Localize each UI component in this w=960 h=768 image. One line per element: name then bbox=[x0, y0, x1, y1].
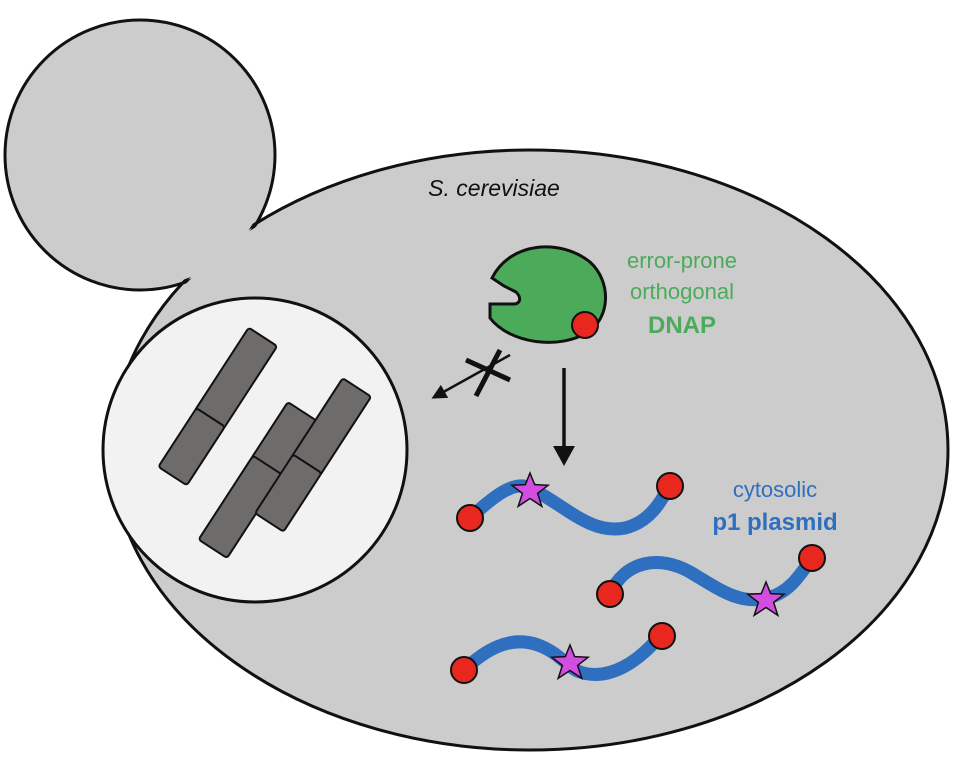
plasmid-3-cap-left bbox=[450, 656, 478, 684]
dnap-enzyme bbox=[488, 245, 607, 344]
nucleus bbox=[101, 296, 409, 604]
star-icon bbox=[509, 471, 551, 509]
plasmid-3 bbox=[450, 622, 676, 684]
arrow-down-icon bbox=[553, 368, 575, 466]
x-cross-icon bbox=[431, 348, 512, 399]
bud-merge bbox=[8, 23, 272, 287]
chromosome-2 bbox=[198, 402, 317, 558]
plasmid-label-line2: p1 plasmid bbox=[712, 509, 837, 536]
dnap-label-line1: error-prone bbox=[627, 248, 737, 273]
chromosome-3 bbox=[255, 378, 372, 532]
plasmid-2-cap-left bbox=[596, 580, 624, 608]
plasmid-2 bbox=[596, 544, 826, 618]
star-icon bbox=[745, 580, 787, 618]
plasmid-3-cap-right bbox=[648, 622, 676, 650]
organism-label: S. cerevisiae bbox=[428, 175, 560, 201]
star-icon bbox=[549, 643, 591, 681]
bud-outline bbox=[3, 18, 277, 292]
plasmid-label-line1: cytosolic bbox=[733, 477, 817, 502]
chromosome-1 bbox=[158, 327, 278, 486]
dnap-end-cap bbox=[571, 311, 599, 339]
dnap-label-line3: DNAP bbox=[648, 312, 716, 339]
plasmid-1-cap-left bbox=[456, 504, 484, 532]
plasmid-1 bbox=[456, 471, 684, 536]
dnap-label-line2: orthogonal bbox=[630, 279, 734, 304]
plasmid-2-cap-right bbox=[798, 544, 826, 572]
plasmid-1-cap-right bbox=[656, 472, 684, 500]
nucleus-membrane bbox=[101, 296, 409, 604]
chromosomes bbox=[158, 327, 372, 558]
